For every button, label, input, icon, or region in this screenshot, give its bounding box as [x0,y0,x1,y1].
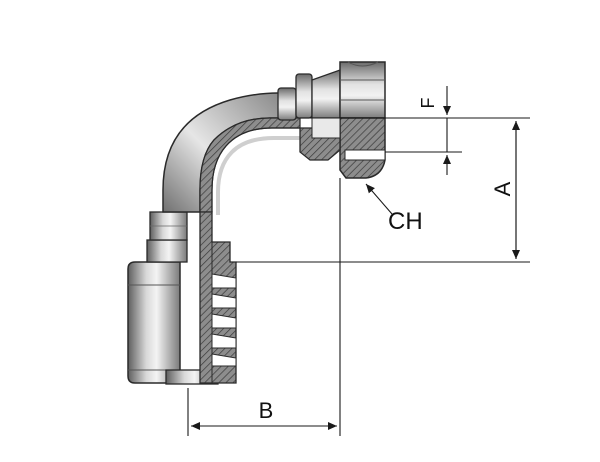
socket-collar [146,211,188,263]
hose-socket [127,261,181,384]
dimension-lines [187,86,530,436]
label-b: B [259,398,274,423]
insert-section [199,211,237,384]
label-a: A [490,181,515,196]
label-ch: CH [388,208,423,235]
label-f: F [418,98,438,109]
insert-barbs [211,273,237,367]
tube-shoulder [277,73,313,121]
nipple-section [299,117,341,161]
